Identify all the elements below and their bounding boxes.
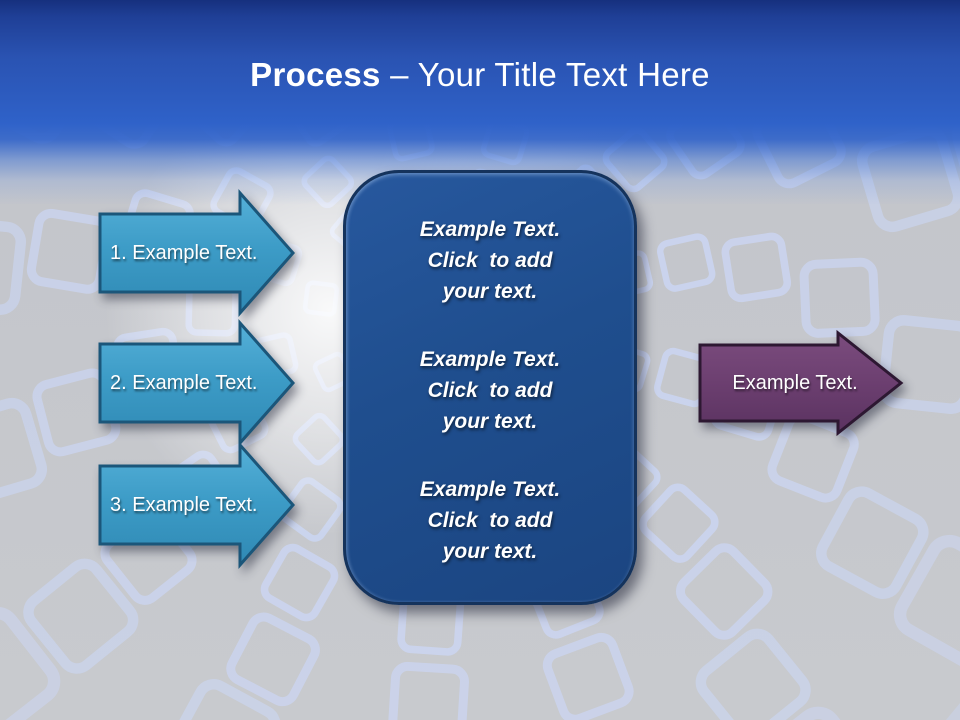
output-arrow-label: Example Text. [732, 371, 858, 394]
step-arrow-1-label: 1. Example Text. [110, 241, 258, 264]
arrow-polygon [98, 319, 296, 447]
content-paragraph-3: Example Text. Click to add your text. [419, 478, 561, 563]
step-arrow-2-label: 2. Example Text. [110, 371, 258, 394]
step-arrow-1: 1. Example Text. [97, 189, 297, 317]
step-arrow-2: 2. Example Text. [97, 319, 297, 447]
slide-title: Process – Your Title Text Here [0, 56, 960, 94]
content-paragraph-2: Example Text. Click to add your text. [419, 348, 561, 433]
output-arrow-shape [698, 329, 904, 437]
step-arrow-3: 3. Example Text. [97, 441, 297, 569]
step-arrow-3-shape [98, 441, 296, 569]
content-paragraph-1: Example Text. Click to add your text. [419, 218, 561, 303]
step-arrow-2-shape [98, 319, 296, 447]
step-arrow-3-label: 3. Example Text. [110, 493, 258, 516]
step-arrow-1-shape [98, 189, 296, 317]
title-rest: – Your Title Text Here [380, 56, 710, 93]
output-arrow: Example Text. [698, 329, 904, 437]
title-emphasis: Process [250, 56, 381, 93]
arrow-polygon [98, 189, 296, 317]
content-box: Example Text. Click to add your text. Ex… [343, 170, 637, 605]
arrow-polygon [698, 329, 904, 437]
arrow-polygon [98, 441, 296, 569]
